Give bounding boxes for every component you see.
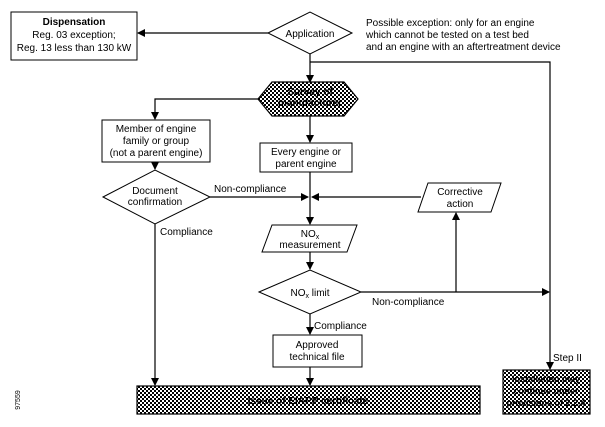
- compliance-nox-label: Compliance: [314, 321, 367, 332]
- nox-measurement-line-1: NOx: [301, 229, 320, 241]
- member-line-3: (not a parent engine): [110, 148, 203, 159]
- nox-measurement-parallelogram: NOx measurement: [261, 224, 358, 253]
- dispensation-line-3: Reg. 13 less than 130 kW: [17, 43, 132, 54]
- non-compliance-nox-label: Non-compliance: [372, 297, 445, 308]
- dispensation-box: Dispensation Reg. 03 exception; Reg. 13 …: [10, 11, 138, 61]
- corrective-line-1: Corrective: [437, 187, 483, 198]
- non-compliance-doc-label: Non-compliance: [214, 184, 287, 195]
- exception-note: Possible exception: only for an engine w…: [365, 18, 561, 53]
- survey-hexagon: Survey of manufacturer: [257, 81, 359, 117]
- certificate-box: Issue of EIAPP certificate: [136, 385, 481, 415]
- approved-line-2: technical file: [289, 352, 344, 363]
- dispensation-line-1: Dispensation: [43, 17, 106, 28]
- installation-line-1: Installation may: [512, 374, 580, 384]
- doc-line-2: confirmation: [128, 197, 182, 208]
- installation-line-3: provisions of 2.2.4: [506, 398, 585, 408]
- dispensation-line-2: Reg. 03 exception;: [32, 30, 115, 41]
- installation-line-2: continue under: [514, 386, 579, 396]
- certificate-label: Issue of EIAPP certificate: [248, 396, 369, 407]
- nox-limit-diamond: NOx limit: [257, 269, 363, 315]
- application-diamond: Application: [266, 11, 354, 55]
- document-confirmation-diamond: Document confirmation: [101, 169, 212, 225]
- member-line-2: family or group: [123, 136, 190, 147]
- every-engine-line-2: parent engine: [275, 159, 337, 170]
- exception-line-2: which cannot be tested on a test bed: [365, 30, 529, 41]
- approved-technical-file-box: Approved technical file: [272, 334, 363, 368]
- member-line-1: Member of engine: [116, 124, 197, 135]
- exception-line-3: and an engine with an aftertreatment dev…: [366, 42, 561, 53]
- member-box: Member of engine family or group (not a …: [101, 119, 211, 163]
- nox-measurement-line-2: measurement: [279, 240, 340, 251]
- step-ii-label: Step II: [553, 353, 582, 364]
- application-label: Application: [286, 29, 335, 40]
- installation-box: Installation may continue under provisio…: [502, 369, 591, 415]
- nox-limit-label: NOx limit: [290, 288, 329, 300]
- doc-line-1: Document: [132, 186, 178, 197]
- every-engine-line-1: Every engine or: [271, 147, 342, 158]
- survey-line-2: manufacturer: [278, 98, 342, 109]
- corrective-line-2: action: [447, 199, 474, 210]
- figure-id: 97559: [15, 390, 22, 410]
- corrective-action-parallelogram: Corrective action: [417, 182, 502, 213]
- connectors: [137, 29, 554, 386]
- approved-line-1: Approved: [296, 340, 339, 351]
- survey-line-1: Survey of: [287, 87, 333, 98]
- exception-line-1: Possible exception: only for an engine: [366, 18, 535, 29]
- every-engine-box: Every engine or parent engine: [259, 142, 353, 173]
- compliance-doc-label: Compliance: [160, 227, 213, 238]
